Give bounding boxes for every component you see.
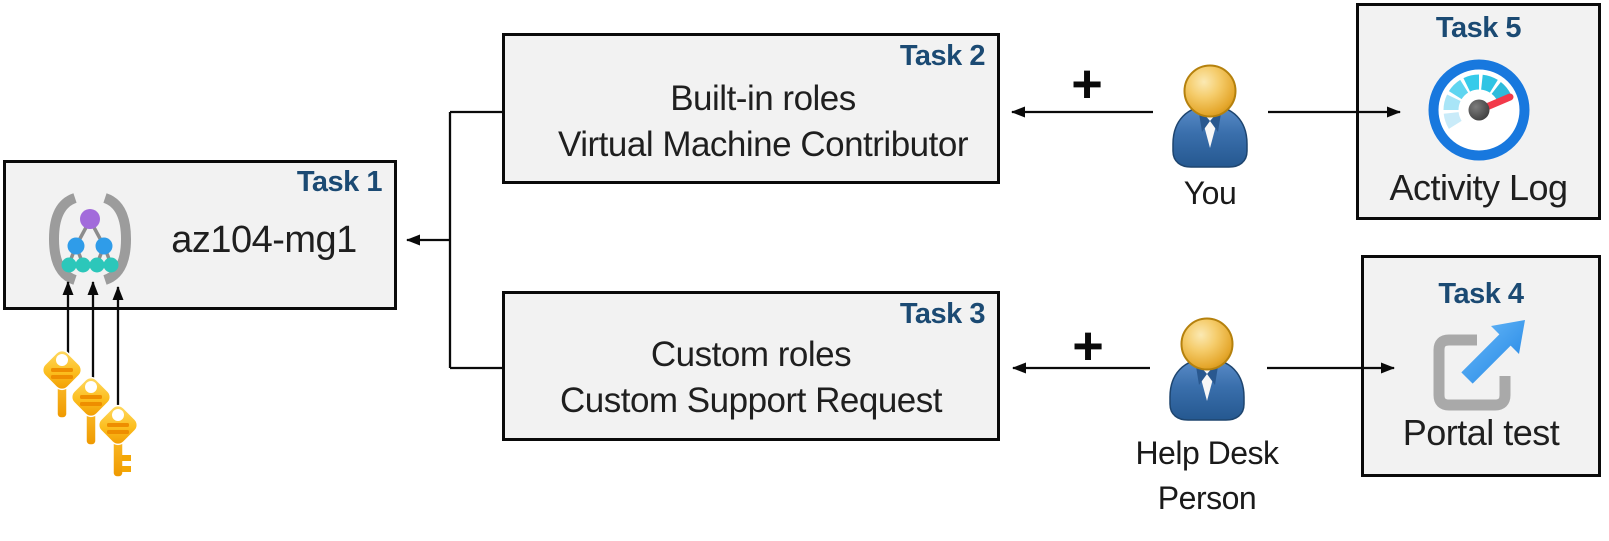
management-group-icon bbox=[48, 193, 132, 285]
person-icon-help-desk bbox=[1169, 317, 1245, 421]
key-icon-1 bbox=[41, 349, 83, 419]
task1-label: Task 1 bbox=[296, 166, 383, 198]
task4-caption: Portal test bbox=[1402, 412, 1560, 453]
task3-line1: Custom roles bbox=[650, 335, 852, 374]
management-group-name: az104-mg1 bbox=[171, 219, 357, 261]
help-desk-label-line2: Person bbox=[1157, 480, 1257, 516]
task5-box: Task 5 Activity Log bbox=[1356, 3, 1601, 220]
key-icon-3 bbox=[97, 404, 139, 478]
task2-line2: Virtual Machine Contributor bbox=[558, 125, 968, 164]
task2-line1: Built-in roles bbox=[670, 79, 856, 118]
plus-icon-bottom: + bbox=[1072, 316, 1104, 376]
you-label: You bbox=[1183, 175, 1237, 211]
task2-label: Task 2 bbox=[899, 40, 986, 72]
task4-box: Task 4 Portal test bbox=[1361, 255, 1601, 477]
task5-label: Task 5 bbox=[1435, 12, 1522, 44]
key-icon-2 bbox=[70, 376, 112, 446]
task1-box: Task 1 az104-mg1 bbox=[3, 160, 397, 310]
help-desk-label-line1: Help Desk bbox=[1135, 435, 1279, 471]
person-icon-you bbox=[1172, 64, 1248, 168]
task2-box: Task 2 Built-in roles Virtual Machine Co… bbox=[502, 33, 1000, 184]
gauge-hub bbox=[1468, 99, 1489, 121]
external-link-icon bbox=[1433, 320, 1525, 411]
task3-box: Task 3 Custom roles Custom Support Reque… bbox=[502, 291, 1000, 441]
gauge-icon bbox=[1428, 59, 1529, 161]
task3-label: Task 3 bbox=[899, 298, 986, 330]
task4-label: Task 4 bbox=[1438, 278, 1524, 310]
task3-line2: Custom Support Request bbox=[560, 381, 942, 420]
plus-icon-top: + bbox=[1071, 54, 1103, 114]
help-desk-label: Help Desk Person bbox=[1097, 431, 1317, 521]
task5-caption: Activity Log bbox=[1389, 167, 1568, 208]
